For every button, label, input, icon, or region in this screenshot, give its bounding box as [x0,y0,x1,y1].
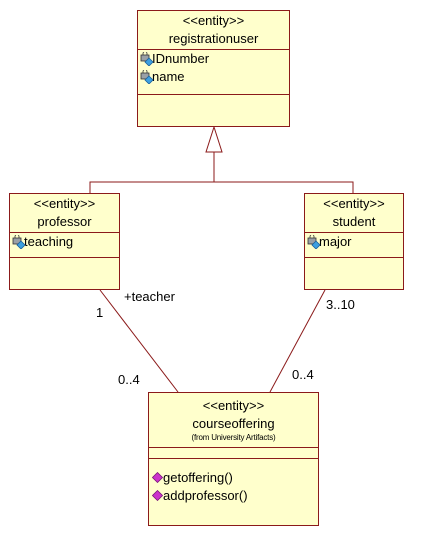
registrationuser-attribute[interactable]: name [138,68,289,86]
attribute-teaching: teaching [24,234,74,249]
registrationuser-divider [138,94,289,95]
class-courseoffering[interactable]: <<entity>> courseoffering (from Universi… [148,392,319,526]
protected-attribute-icon [307,235,321,249]
attribute-major: major [319,234,352,249]
registrationuser-name: registrationuser [168,31,259,46]
operation-icon [152,472,163,483]
class-student[interactable]: <<entity>> student major [304,193,404,290]
protected-attribute-icon [140,70,154,84]
courseoffering-divider [149,447,318,448]
courseoffering-stereotype: <<entity>> [202,398,265,413]
attribute-idnumber: IDnumber [152,51,210,66]
courseoffering-package-note: (from University Artifacts) [191,433,276,442]
registrationuser-divider [138,49,289,50]
protected-attribute-icon [12,235,26,249]
operation-addprofessor: addprofessor() [163,488,248,503]
student-attribute[interactable]: major [305,233,403,251]
student-divider [305,257,403,258]
class-registrationuser[interactable]: <<entity>> registrationuser IDnumber nam… [137,10,290,127]
courseoffering-name: courseoffering [192,416,275,431]
courseoffering-divider [149,458,318,459]
professor-stereotype: <<entity>> [33,196,96,211]
professor-attribute[interactable]: teaching [10,233,119,251]
multiplicity-courseoffering-left: 0..4 [118,372,140,387]
operation-icon [152,490,163,501]
registrationuser-attribute[interactable]: IDnumber [138,50,289,68]
professor-name: professor [37,214,92,229]
registrationuser-stereotype: <<entity>> [182,13,245,28]
professor-divider [10,257,119,258]
role-label-teacher: +teacher [124,289,175,304]
operation-getoffering: getoffering() [163,470,233,485]
courseoffering-operation[interactable]: getoffering() [149,469,318,487]
operations-spacer [149,459,318,469]
multiplicity-student: 3..10 [326,297,355,312]
generalization-connector [89,181,354,193]
professor-divider [10,232,119,233]
association-professor-courseoffering [99,289,179,393]
generalization-arrowhead [205,125,223,153]
multiplicity-professor: 1 [96,305,104,320]
attribute-name: name [152,69,185,84]
student-divider [305,232,403,233]
protected-attribute-icon [140,52,154,66]
association-student-courseoffering [269,289,326,393]
courseoffering-operation[interactable]: addprofessor() [149,487,318,505]
student-name: student [332,214,376,229]
class-professor[interactable]: <<entity>> professor teaching [9,193,120,290]
multiplicity-courseoffering-right: 0..4 [292,367,314,382]
student-stereotype: <<entity>> [323,196,385,211]
